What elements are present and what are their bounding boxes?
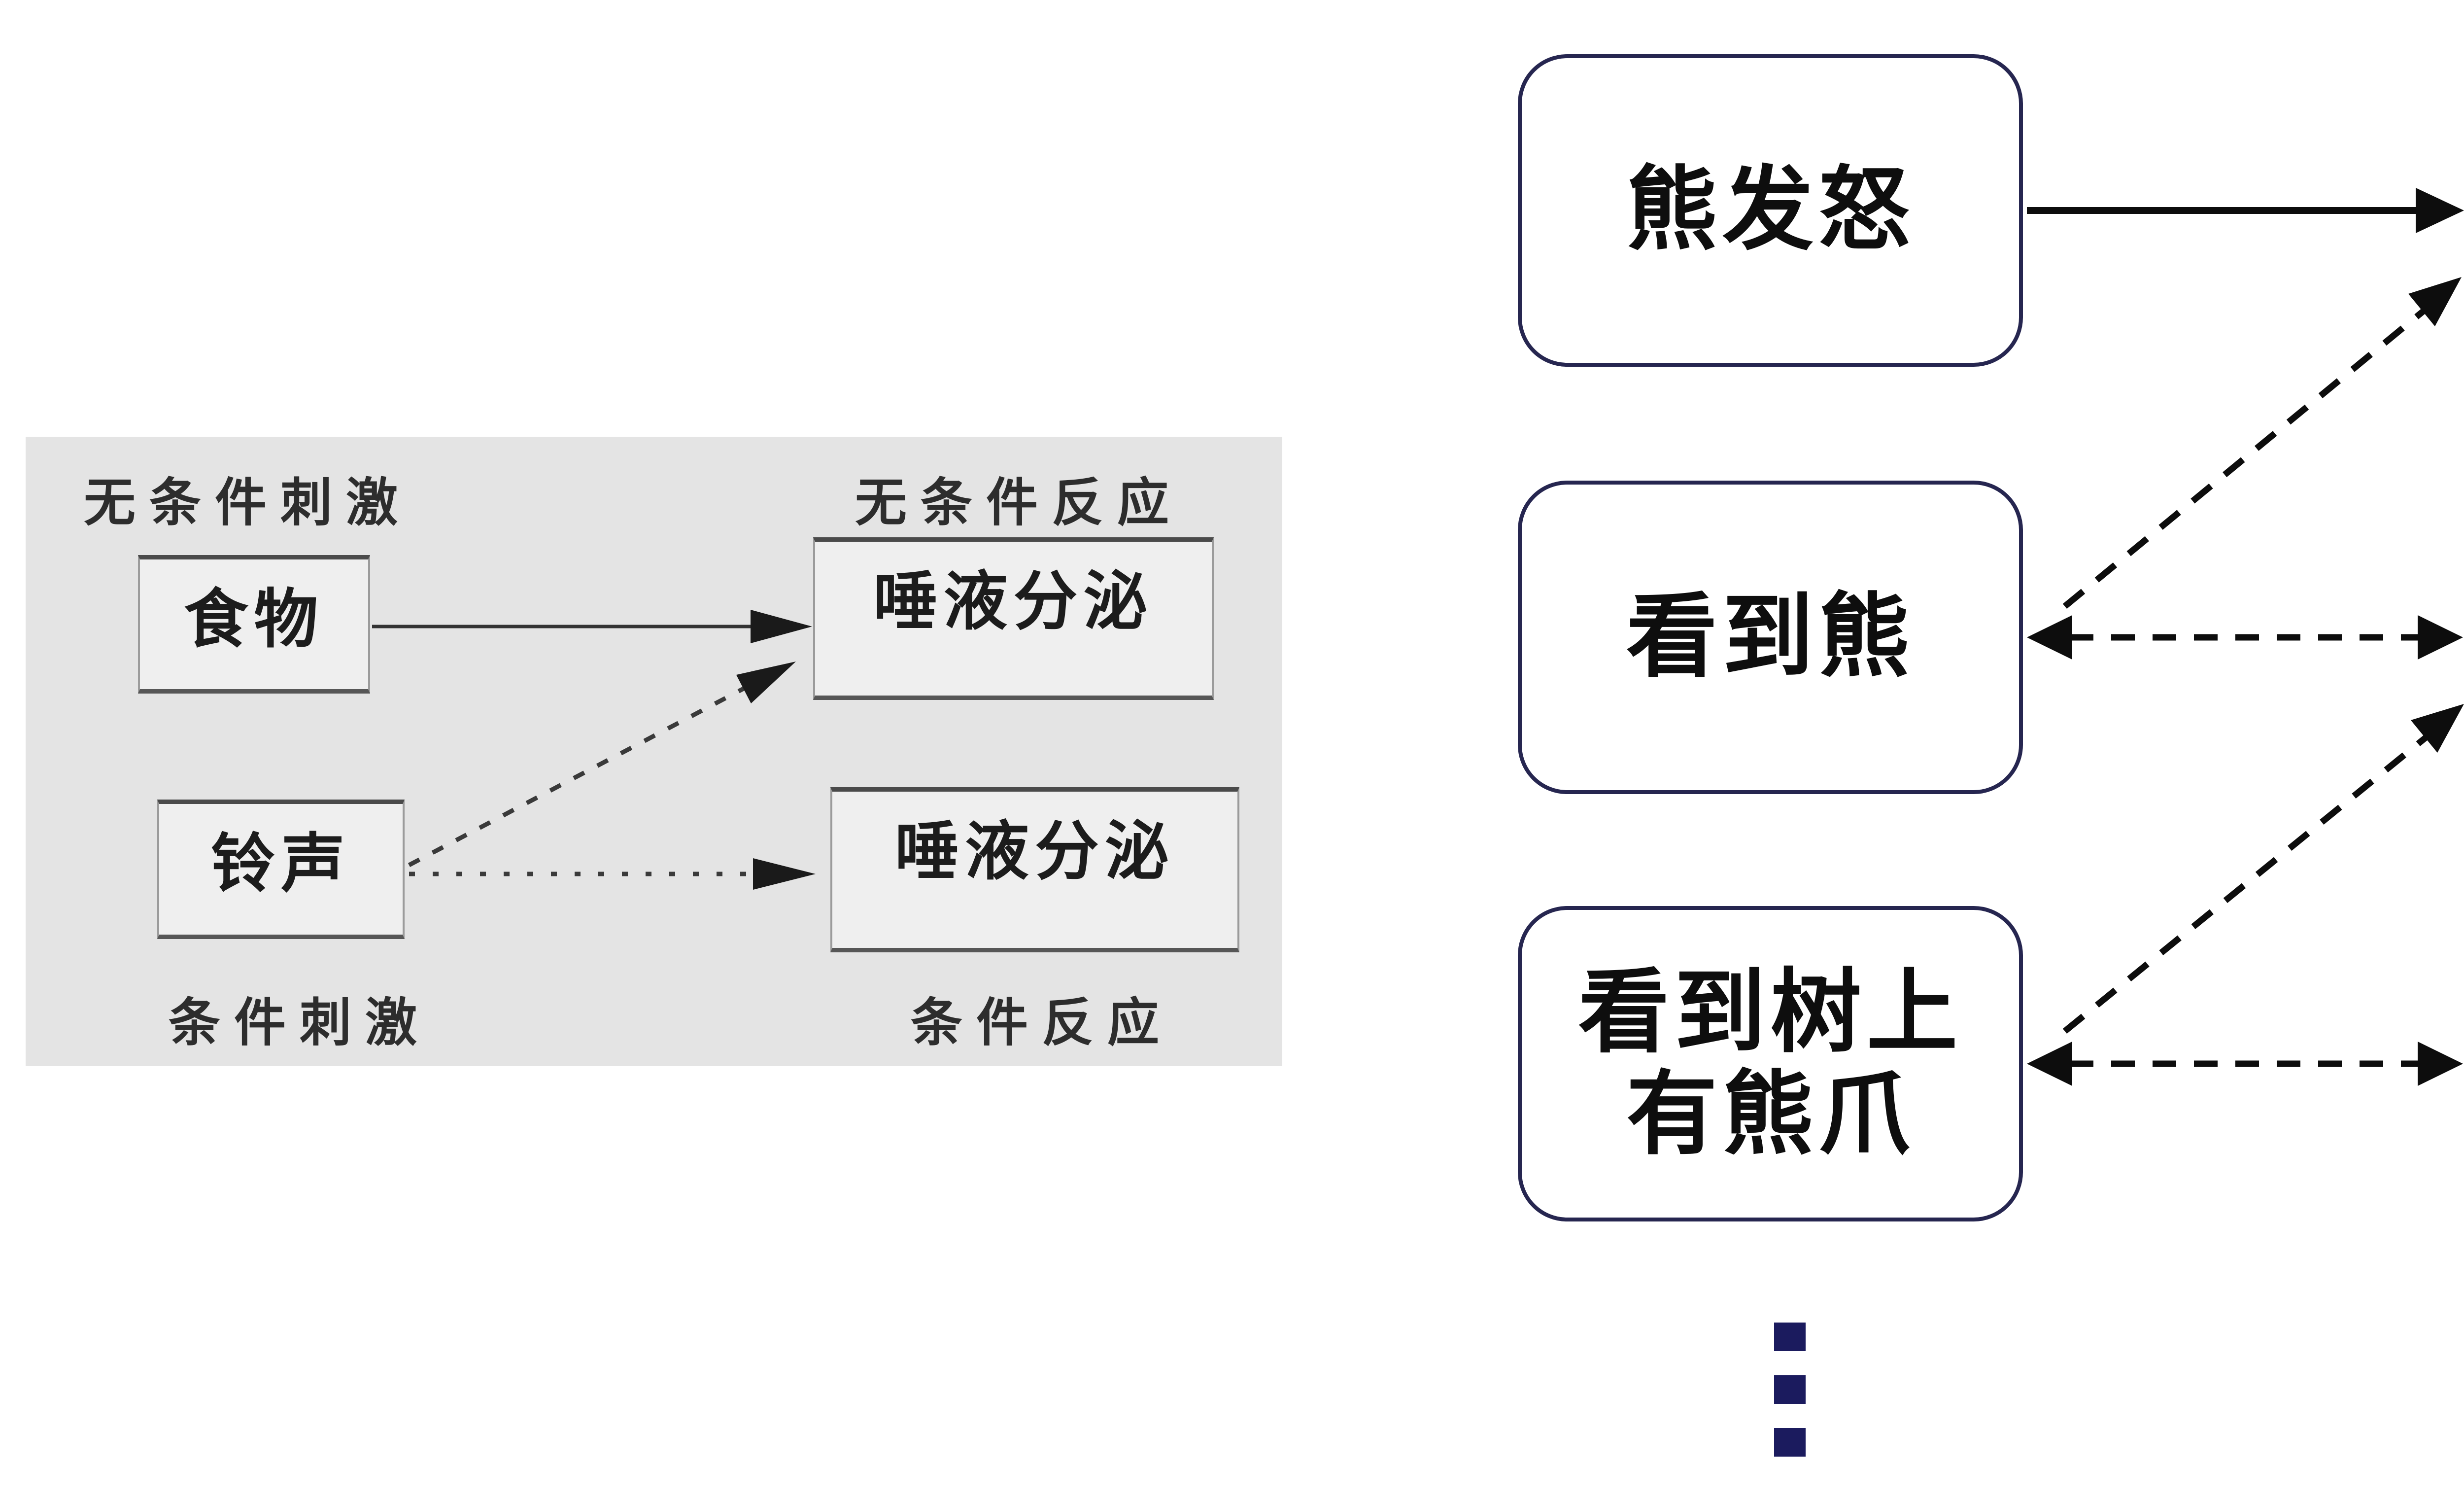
node-food-label: 食物 [184, 583, 324, 655]
node-see-bear: 看到熊 [1518, 481, 2023, 794]
node-bell: 铃声 [157, 800, 405, 939]
arrow-seeclaw-vs-left-head [2027, 1042, 2072, 1086]
node-see-claw-line1: 看到树上 [1578, 961, 1963, 1063]
node-bear-angry: 熊发怒 [1518, 54, 2023, 367]
node-see-claw-line2: 有熊爪 [1626, 1064, 1915, 1165]
arrow-bear-reward-head [2416, 188, 2464, 233]
arrow-seebear-reward-head [2408, 277, 2462, 326]
label-conditioned-stimulus: 条件刺激 [169, 994, 431, 1052]
arrow-seebear-reward-line [2062, 305, 2430, 609]
node-see-claw: 看到树上 有熊爪 [1518, 906, 2023, 1221]
ellipsis-left-dot-1 [1774, 1323, 1806, 1351]
arrow-seeclaw-vs-right-head [2418, 1042, 2463, 1086]
arrow-seebear-vsprime-left-head [2027, 615, 2072, 660]
ellipsis-left-dot-2 [1774, 1375, 1806, 1404]
node-salivation-top: 唾液分泌 [813, 537, 1214, 700]
label-unconditioned-stimulus: 无条件刺激 [84, 474, 412, 532]
node-bear-angry-label: 熊发怒 [1626, 159, 1915, 261]
node-salivation-bottom: 唾液分泌 [830, 787, 1239, 952]
node-salivation-bottom-label: 唾液分泌 [894, 815, 1175, 887]
node-bell-label: 铃声 [210, 828, 351, 900]
ellipsis-left-dot-3 [1774, 1428, 1806, 1457]
arrow-seeclaw-vsprime-line [2062, 732, 2432, 1034]
node-food: 食物 [138, 555, 370, 694]
label-conditioned-response: 条件反应 [911, 994, 1173, 1052]
node-salivation-top-label: 唾液分泌 [873, 565, 1154, 637]
pavlov-panel: 无条件刺激 无条件反应 食物 唾液分泌 铃声 唾液分泌 条件刺激 条件反应 [26, 437, 1282, 1066]
node-see-bear-label: 看到熊 [1626, 586, 1915, 688]
label-unconditioned-response: 无条件反应 [855, 474, 1183, 532]
arrow-seeclaw-vsprime-head [2411, 704, 2464, 753]
arrow-seebear-vsprime-right-head [2418, 615, 2463, 660]
